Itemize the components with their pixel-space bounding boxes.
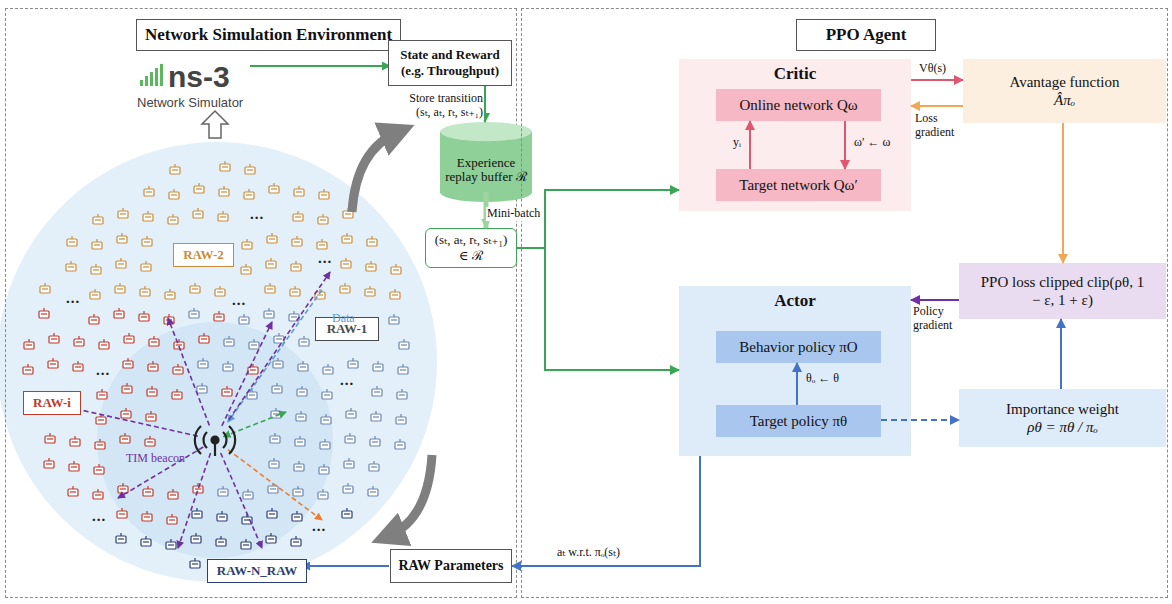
box-label: (sₜ, aₜ, rₜ, sₜ₊₁) ∈ ℛ	[431, 232, 511, 263]
process-box: PPO loss clipped clip(ρθ, 1 − ε, 1 + ε)	[959, 263, 1166, 319]
connector	[1062, 123, 1064, 263]
connector	[484, 86, 486, 122]
box-label: Importance weight	[1006, 400, 1119, 418]
ellipsis: ...	[250, 206, 264, 223]
box-label: Target network Qω′	[739, 176, 857, 194]
box-label: Online network Qω	[739, 96, 857, 114]
beacon-arrows	[72, 272, 330, 548]
inner-coverage	[97, 322, 333, 558]
loop-arrow	[388, 455, 432, 536]
ellipsis: ...	[318, 250, 332, 267]
raw-label: RAW-N_RAW	[213, 563, 301, 579]
process-box: State and Reward (e.g. Throughput)	[388, 40, 512, 86]
module-heading: Actor	[679, 291, 911, 311]
raw-label: RAW-i	[29, 395, 75, 411]
process-box: Importance weightρθ = πθ / πₒ	[959, 389, 1166, 447]
raw-tag: RAW-i	[23, 391, 81, 415]
module-heading: Critic	[679, 64, 911, 84]
module-title: Critic	[774, 64, 816, 84]
ellipsis: ...	[96, 362, 110, 379]
process-box: Online network Qω	[716, 89, 881, 121]
access-point	[195, 426, 235, 456]
edge-label: Policy gradient	[912, 305, 959, 333]
process-box: Avantage functionÂπₒ	[963, 59, 1166, 123]
box-label: Behavior policy πO	[739, 338, 857, 356]
panel: PPO AgentCriticOnline network Qω Target n…	[521, 8, 1168, 598]
raw-tag: RAW-2	[173, 243, 234, 267]
connector	[1060, 319, 1062, 389]
link-label: TIM beacon	[126, 452, 185, 466]
panel-title: PPO Agent	[826, 25, 907, 45]
module-box: ActorBehavior policy πO Target policy πθ	[679, 286, 911, 456]
box-label: Avantage function	[1009, 73, 1119, 91]
edge-label: yᵢ	[732, 136, 742, 150]
box-label: PPO loss clipped clip(ρθ, 1 − ε, 1 + ε)	[979, 273, 1147, 309]
box-formula: Âπₒ	[1054, 91, 1075, 109]
process-box: RAW Parameters	[390, 549, 512, 583]
panel-title: Network Simulation Environment	[145, 25, 392, 45]
box-label: RAW Parameters	[398, 558, 503, 575]
ns3-logo	[140, 64, 163, 86]
connector	[911, 79, 963, 81]
box-label: Target policy πθ	[750, 412, 848, 430]
connector	[911, 299, 959, 301]
ellipsis: ...	[66, 290, 80, 307]
title-box: PPO Agent	[796, 19, 936, 51]
connector	[517, 248, 679, 370]
ellipsis: ...	[232, 292, 246, 309]
buffer-cylinder: Experience replay buffer ℛ	[440, 122, 532, 202]
edge-label: Loss gradient	[914, 112, 962, 140]
ellipsis: ...	[312, 518, 326, 535]
module-box: CriticOnline network Qω Target network Qω…	[679, 59, 911, 211]
ellipsis: ...	[92, 508, 106, 525]
process-box: Target policy πθ	[716, 405, 881, 437]
config-arrow	[302, 565, 389, 567]
edge-label: Vθ(s)	[918, 62, 947, 76]
logo-text: ns-3	[168, 60, 230, 95]
logo-subtitle: Network Simulator	[137, 96, 243, 111]
title-box: Network Simulation Environment	[136, 19, 401, 51]
edge-label: aₜ w.r.t. πₒ(sₜ)	[556, 546, 621, 560]
edge-label: ω′ ← ω	[853, 136, 891, 150]
process-box: Target network Qω′	[716, 169, 881, 201]
loop-arrow	[352, 132, 398, 212]
connector	[512, 456, 700, 566]
link-label: Data	[332, 312, 355, 326]
edge-label: Mini-batch	[486, 207, 541, 221]
box-formula: ρθ = πθ / πₒ	[1027, 418, 1098, 436]
stations	[23, 161, 409, 568]
edge-label: Store transition (sₜ, aₜ, rₜ, sₜ₊₁)	[396, 92, 484, 120]
raw-tag: RAW-N_RAW	[207, 559, 307, 583]
raw-label: RAW-2	[179, 247, 228, 263]
hollow-arrow	[202, 111, 228, 138]
coverage-area	[0, 142, 437, 582]
ellipsis: ...	[340, 372, 354, 389]
box-label: State and Reward (e.g. Throughput)	[394, 47, 506, 78]
connector	[911, 105, 963, 107]
edge-label: θₒ ← θ	[805, 372, 840, 386]
buffer-label: Experience replay buffer ℛ	[440, 156, 532, 185]
sim-output-arrow	[250, 65, 390, 67]
process-box: (sₜ, aₜ, rₜ, sₜ₊₁) ∈ ℛ	[425, 228, 517, 268]
module-title: Actor	[774, 291, 816, 311]
process-box: Behavior policy πO	[716, 331, 881, 363]
